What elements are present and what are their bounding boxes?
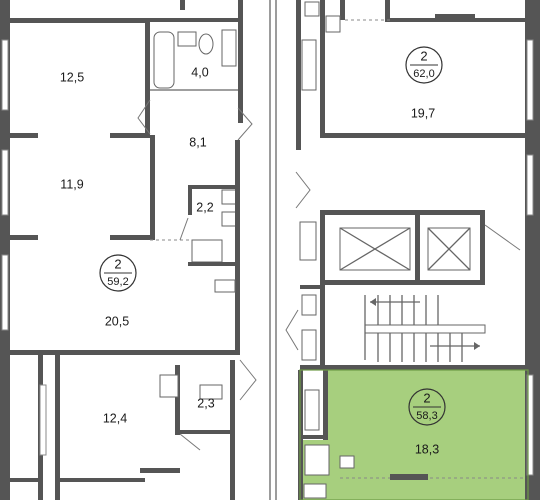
unit-room-count: 2	[114, 256, 121, 271]
unit-total-area: 59,2	[107, 276, 128, 288]
unit-total-area: 58,3	[416, 410, 437, 422]
unit-room-count: 2	[420, 48, 427, 63]
sink	[177, 31, 197, 47]
room-area-4-0: 4,0	[191, 65, 208, 79]
room-area-18-3: 18,3	[415, 442, 439, 456]
room-area-8-1: 8,1	[189, 135, 206, 149]
staircase	[364, 295, 486, 362]
room-area-12-4: 12,4	[103, 411, 127, 425]
room-area-12-5: 12,5	[60, 70, 84, 84]
unit-badge-top-right[interactable]: 2 62,0	[405, 46, 443, 84]
room-area-20-5: 20,5	[105, 314, 129, 328]
room-area-11-9: 11,9	[60, 177, 83, 191]
room-area-2-3: 2,3	[197, 396, 214, 410]
shower	[191, 239, 223, 263]
room-area-2-2: 2,2	[196, 200, 213, 214]
window-left-2	[1, 149, 9, 216]
window-left-3	[1, 254, 9, 331]
toilet	[198, 33, 214, 55]
bathtub	[153, 31, 175, 89]
unit-badge-selected[interactable]: 2 58,3	[408, 388, 446, 426]
unit-room-count: 2	[423, 390, 430, 405]
sink-small	[221, 189, 237, 205]
room-area-19-7: 19,7	[411, 106, 435, 120]
unit-total-area: 62,0	[413, 68, 434, 80]
window-left-1	[1, 39, 9, 111]
unit-badge-left[interactable]: 2 59,2	[99, 254, 137, 292]
